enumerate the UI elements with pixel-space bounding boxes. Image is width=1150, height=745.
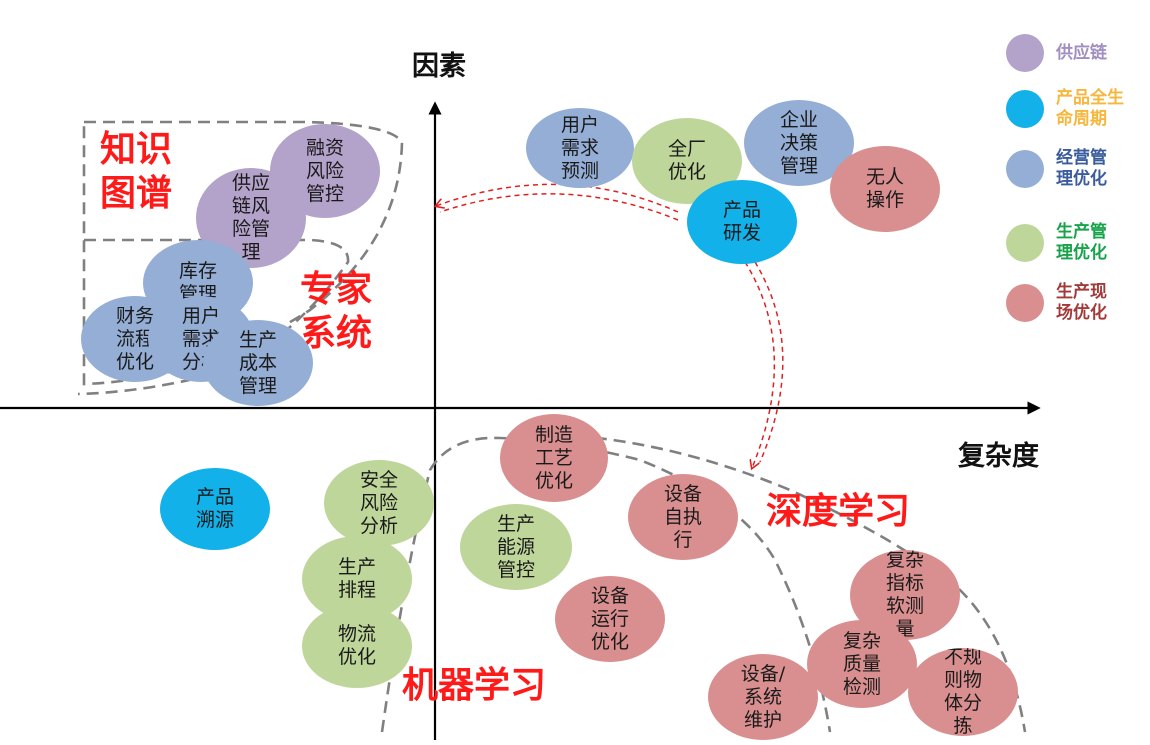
bubble-user-demand-forecast: 用户 需求 预测 xyxy=(526,108,634,188)
deep-learning-label: 深度学习 xyxy=(766,491,911,532)
legend-swatch xyxy=(1006,90,1044,128)
bubble-process-optimization: 制造 工艺 优化 xyxy=(500,414,608,502)
bubble-unmanned-operation: 无人 操作 xyxy=(830,146,940,232)
bubble-safety-risk: 安全 风险 分析 xyxy=(324,460,434,546)
bubble-product-rd: 产品 研发 xyxy=(687,180,797,264)
bubble-supply-chain-risk: 供应 链风 险管 理 xyxy=(196,168,306,268)
legend-swatch xyxy=(1006,224,1044,262)
legend-label: 供应链 xyxy=(1056,42,1107,63)
machine-learning-label: 机器学习 xyxy=(402,665,547,706)
bubble-irregular-sorting: 不规 则物 体分 拣 xyxy=(908,648,1018,736)
legend-swatch xyxy=(1006,150,1044,188)
legend-swatch xyxy=(1006,34,1044,72)
bubble-equipment-running: 设备 运行 优化 xyxy=(555,576,665,662)
legend-item: 生产现 场优化 xyxy=(1006,282,1107,324)
arrow-to-deep xyxy=(744,261,776,468)
expert-system-label: 专家 系统 xyxy=(300,269,373,354)
bubble-production-energy: 生产 能源 管控 xyxy=(460,504,572,590)
bubble-plant-optimization: 全厂 优化 xyxy=(632,118,742,204)
legend-item: 产品全生 命周期 xyxy=(1006,88,1124,130)
legend-item: 生产管 理优化 xyxy=(1006,222,1107,264)
legend-label: 生产管 理优化 xyxy=(1056,222,1107,263)
bubble-product-trace: 产品 溯源 xyxy=(160,468,270,550)
legend-item: 供应链 xyxy=(1006,34,1107,72)
legend-label: 生产现 场优化 xyxy=(1056,282,1107,323)
y-axis-label: 因素 xyxy=(412,51,466,82)
bubble-logistics: 物流 优化 xyxy=(302,604,412,688)
arrow-to-knowledge xyxy=(436,183,679,213)
x-axis-label: 复杂度 xyxy=(958,441,1039,472)
legend-swatch xyxy=(1006,284,1044,322)
arrow-to-knowledge-2 xyxy=(439,193,679,221)
bubble-financing-risk: 融资 风险 管控 xyxy=(270,124,380,218)
legend-label: 产品全生 命周期 xyxy=(1056,88,1124,129)
bubble-equipment-self-exec: 设备 自执 行 xyxy=(628,474,738,560)
bubble-complex-quality: 复杂 质量 检测 xyxy=(807,620,917,708)
bubble-equipment-maintenance: 设备/ 系统 维护 xyxy=(708,654,818,740)
knowledge-graph-label: 知识 图谱 xyxy=(100,129,173,214)
arrow-to-deep-2 xyxy=(754,261,784,463)
deep-learning-region xyxy=(537,432,1027,733)
legend-item: 经营管 理优化 xyxy=(1006,148,1107,190)
legend-label: 经营管 理优化 xyxy=(1056,148,1107,189)
bubble-production-cost: 生产 成本 管理 xyxy=(203,320,313,406)
